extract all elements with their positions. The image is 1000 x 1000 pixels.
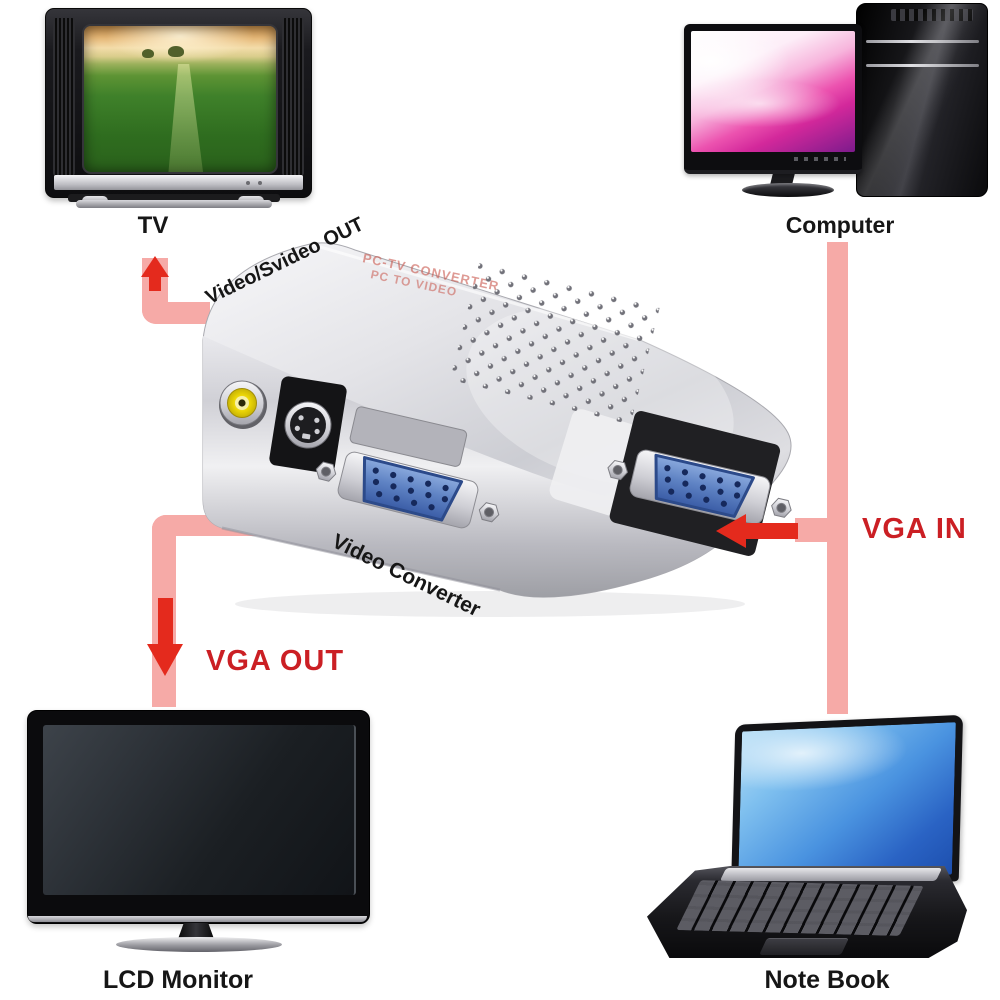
tower-top-vents (891, 9, 973, 21)
tv-control-button (258, 181, 262, 185)
tv-speaker-right (282, 18, 304, 176)
lcd-stand-base (116, 937, 282, 952)
notebook-lid (730, 714, 964, 892)
converter-bottom-edge (221, 526, 501, 592)
lcd-monitor-screen (43, 725, 356, 895)
front-recess-slot (349, 406, 468, 467)
vga-out-label: VGA OUT (206, 645, 345, 677)
arrow-to-tv (141, 256, 169, 277)
notebook-keyboard (676, 880, 924, 936)
vent-holes (450, 261, 660, 425)
computer-monitor-base (742, 183, 834, 197)
notebook-image (645, 714, 970, 961)
lcd-stand-neck (178, 923, 214, 939)
arrow-vga-out (147, 644, 183, 676)
lcd-monitor-label: LCD Monitor (103, 966, 253, 994)
arrow-to-tv-shaft (149, 275, 161, 291)
notebook-hinge-strip (719, 868, 943, 881)
arrow-vga-in-shaft (744, 523, 798, 539)
tv-pedestal (68, 194, 280, 202)
computer-tower (856, 3, 988, 197)
computer-label: Computer (785, 212, 895, 238)
vga-in-label: VGA IN (862, 513, 967, 545)
notebook-label: Note Book (764, 966, 890, 994)
tv-screen-field-path (168, 63, 204, 172)
rca-video-connector (219, 380, 267, 429)
tv-base (76, 200, 272, 208)
tv-label: TV (137, 212, 169, 239)
tv-screen-tree (141, 49, 154, 59)
tower-drive-bay-line (866, 64, 979, 67)
svideo-connector (269, 376, 347, 474)
arrow-vga-out-shaft (158, 598, 173, 646)
video-converter-image: PC-TV CONVERTER PC TO VIDEO (202, 242, 799, 617)
notebook-touchpad (759, 938, 849, 955)
computer-monitor-screen (691, 31, 855, 152)
notebook-screen (738, 722, 956, 884)
tv-power-led (246, 181, 250, 185)
tv-image (45, 8, 312, 198)
monitor-buttons (794, 157, 846, 161)
tv-speaker-left (53, 18, 75, 176)
tower-gloss (857, 4, 987, 196)
cable-computer-to-notebook (827, 242, 848, 714)
arrow-vga-in (716, 514, 746, 548)
computer-monitor (684, 24, 862, 174)
lcd-bottom-strip (28, 916, 367, 922)
lcd-monitor-image (27, 710, 370, 924)
cable-converter-to-tv-horizontal (142, 302, 210, 324)
tv-front-panel (54, 175, 303, 190)
tv-screen (82, 24, 278, 174)
tv-screen-tree (168, 46, 185, 58)
tower-drive-bay-line (866, 40, 979, 43)
converter-shadow (235, 591, 745, 617)
cable-vga-in-stub (795, 518, 831, 542)
